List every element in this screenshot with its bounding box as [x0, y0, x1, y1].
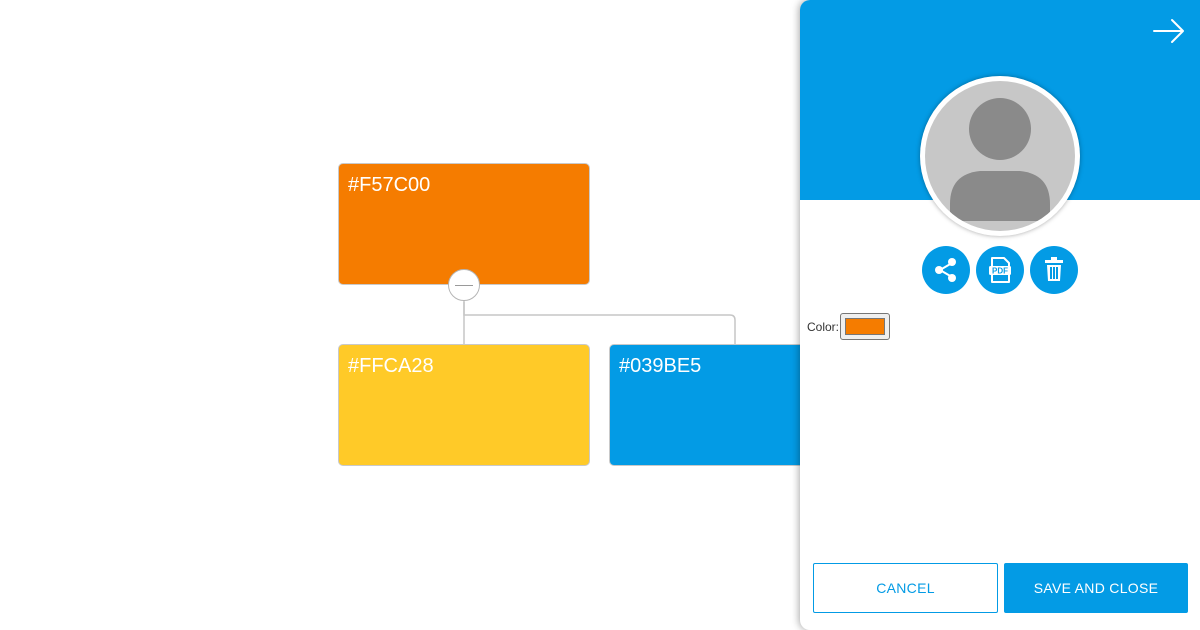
node-title: #F57C00: [348, 174, 431, 196]
minus-icon: [455, 285, 473, 286]
node-edit-panel: PDF Color: CANCEL SAVE AND CLOSE: [800, 0, 1200, 630]
color-picker-input[interactable]: [840, 313, 891, 340]
color-field: Color:: [807, 313, 891, 340]
link-root-right: [463, 302, 736, 344]
delete-button[interactable]: [1030, 246, 1078, 294]
pdf-icon: PDF: [976, 246, 1024, 294]
close-panel-button[interactable]: [1152, 16, 1186, 46]
export-pdf-button[interactable]: PDF: [976, 246, 1024, 294]
user-silhouette-icon: [950, 98, 1050, 221]
color-label: Color:: [807, 319, 840, 334]
avatar: [920, 76, 1080, 236]
org-node-child-left[interactable]: #FFCA28: [338, 344, 590, 466]
share-button[interactable]: [922, 246, 970, 294]
node-title: #039BE5: [619, 355, 702, 377]
trash-icon: [1030, 246, 1078, 294]
org-node-root[interactable]: #F57C00: [338, 163, 590, 285]
collapse-node-button[interactable]: [448, 269, 480, 301]
color-swatch-fill: [845, 318, 886, 335]
cancel-button[interactable]: CANCEL: [813, 563, 998, 613]
node-title: #FFCA28: [348, 355, 434, 377]
save-and-close-button[interactable]: SAVE AND CLOSE: [1004, 563, 1188, 613]
share-icon: [922, 246, 970, 294]
arrow-right-icon: [1153, 19, 1184, 43]
svg-text:PDF: PDF: [992, 267, 1008, 276]
